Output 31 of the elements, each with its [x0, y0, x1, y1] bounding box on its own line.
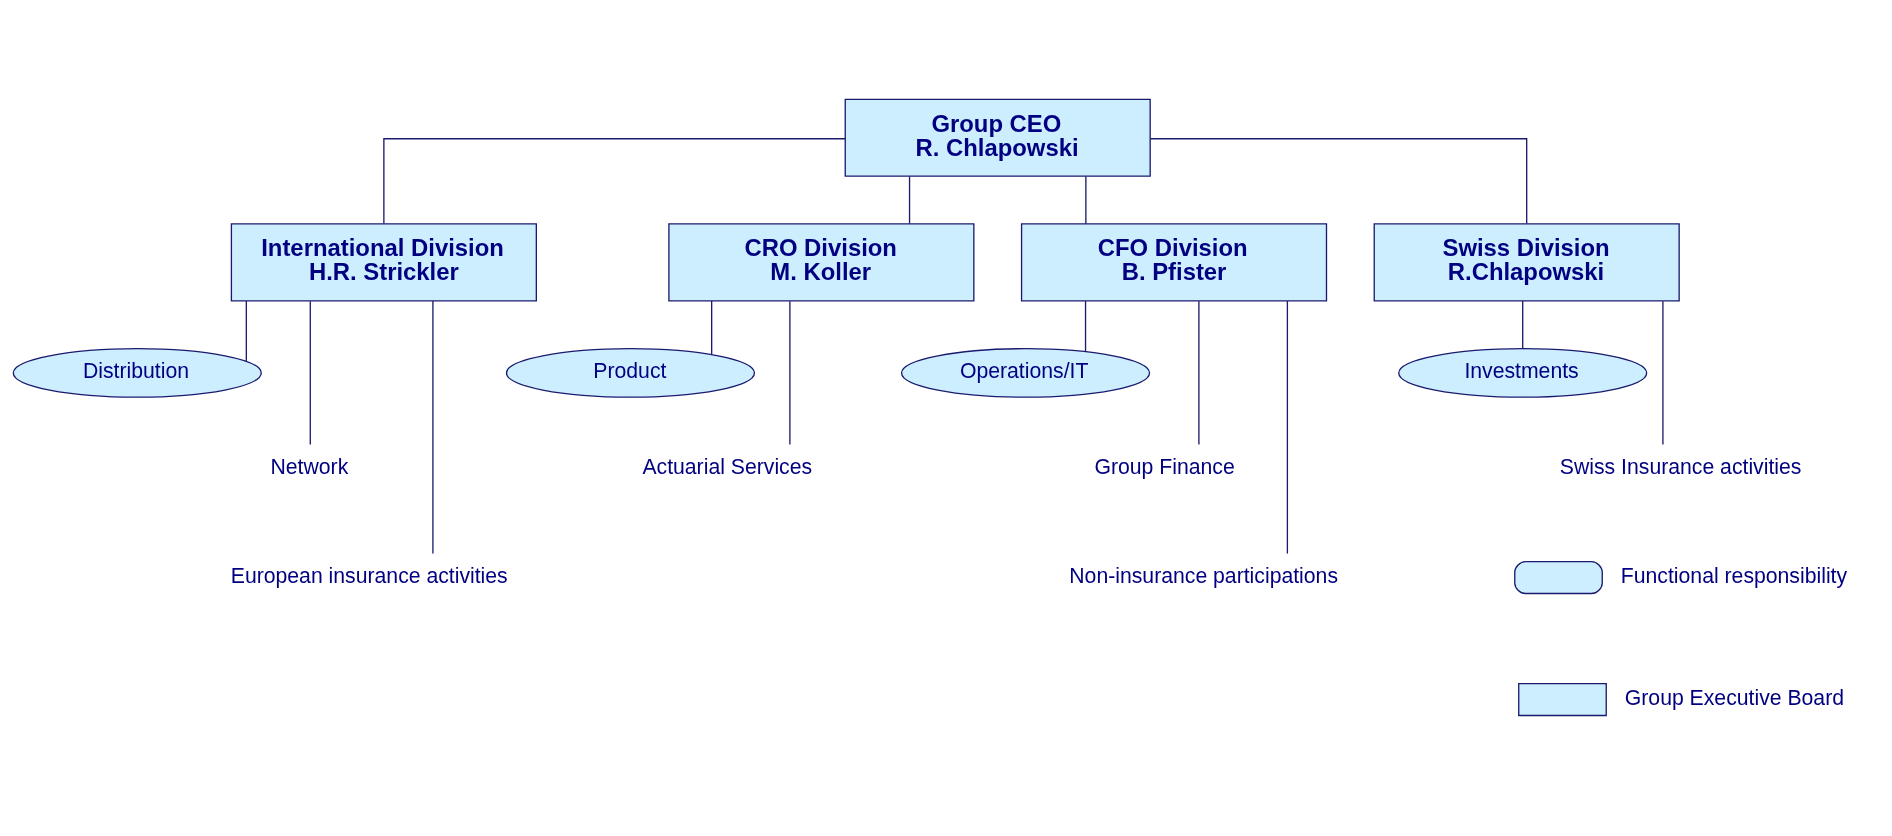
connector [711, 300, 713, 355]
node-box: CFO Division B. Pfister [1020, 223, 1328, 302]
node-box: CRO Division M. Koller [668, 223, 975, 302]
node-ellipse: Operations/IT [900, 348, 1151, 398]
connector [383, 138, 846, 225]
connector [1198, 300, 1200, 446]
connector [1084, 300, 1087, 353]
connector [1522, 300, 1524, 349]
connector [432, 300, 434, 555]
node-box: Group CEO R. Chlapowski [844, 98, 1151, 177]
node-ellipse: Product [505, 348, 756, 398]
legend-label: Functional responsibility [1620, 563, 1848, 587]
connector [1149, 138, 1528, 225]
node-text: Network [270, 454, 349, 478]
connector [245, 300, 247, 362]
connector [1085, 175, 1087, 225]
node-box: Swiss Division R.Chlapowski [1373, 223, 1680, 302]
node-ellipse: Distribution [12, 348, 262, 398]
node-ellipse: Investments [1398, 348, 1648, 398]
connector [1286, 300, 1289, 555]
legend-label: Group Executive Board [1624, 685, 1845, 709]
connector [309, 300, 311, 446]
connector [908, 175, 911, 225]
node-text: Group Finance [1094, 454, 1235, 478]
connector [789, 300, 791, 446]
node-box: International Division H.R. Strickler [230, 223, 537, 302]
node-text: Non-insurance participations [1069, 563, 1339, 587]
node-text: European insurance activities [230, 563, 508, 587]
node-text: Actuarial Services [642, 454, 813, 478]
connector [1662, 300, 1664, 446]
node-text: Swiss Insurance activities [1559, 454, 1802, 478]
